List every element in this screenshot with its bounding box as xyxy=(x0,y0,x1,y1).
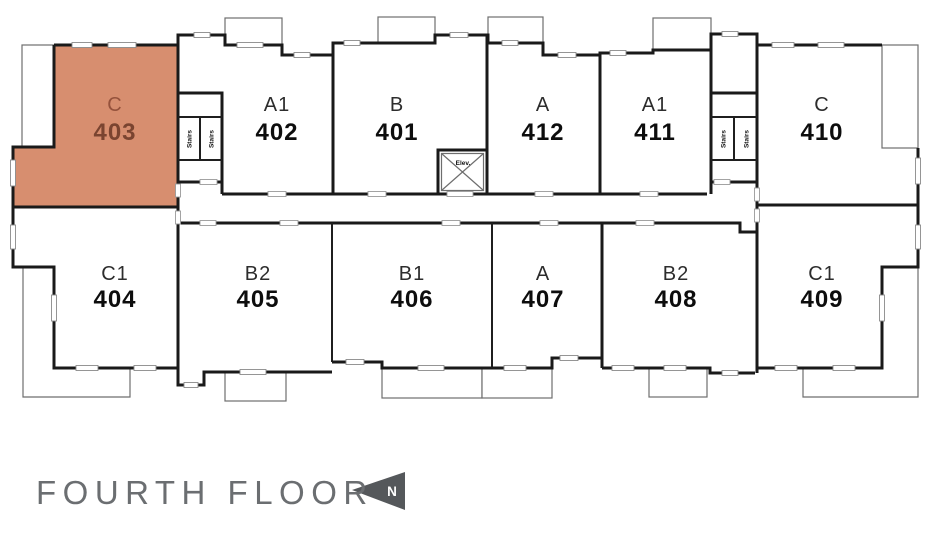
patio-404 xyxy=(22,267,131,398)
unit-412[interactable]: A 412 xyxy=(521,94,564,146)
unit-403[interactable]: C 403 xyxy=(93,94,136,146)
unit-number-label: 402 xyxy=(255,119,298,146)
unit-404[interactable]: C1 404 xyxy=(93,263,136,313)
stairs-label: Stairs xyxy=(721,130,728,148)
north-label: N xyxy=(387,484,397,499)
unit-type-label: A1 xyxy=(642,94,668,116)
unit-type-label: A xyxy=(536,263,550,285)
unit-number-label: 404 xyxy=(93,286,136,313)
unit-411[interactable]: A1 411 xyxy=(634,94,676,146)
unit-number-label: 403 xyxy=(93,119,136,146)
unit-type-label: B2 xyxy=(663,263,689,285)
unit-number-label: 408 xyxy=(654,286,697,313)
stairs-inner-walls xyxy=(711,116,757,161)
balcony-406 xyxy=(381,367,483,399)
stairs-block-right: Stairs Stairs xyxy=(709,91,759,184)
stairs-label: Stairs xyxy=(187,130,194,148)
unit-405[interactable]: B2 405 xyxy=(236,263,279,313)
balcony-402 xyxy=(224,17,283,46)
balcony-408 xyxy=(648,367,708,398)
unit-number-label: 409 xyxy=(800,286,843,313)
unit-type-label: A xyxy=(536,94,550,116)
unit-408[interactable]: B2 408 xyxy=(654,263,697,313)
unit-410[interactable]: C 410 xyxy=(800,94,843,146)
unit-402[interactable]: A1 402 xyxy=(255,94,298,146)
unit-407[interactable]: A 407 xyxy=(521,263,564,313)
north-arrow: N xyxy=(352,472,405,510)
unit-401[interactable]: B 401 xyxy=(375,94,418,146)
balcony-407 xyxy=(481,367,553,399)
elevator: Elev. xyxy=(436,148,489,196)
unit-number-label: 406 xyxy=(390,286,433,313)
stairs-inner-walls xyxy=(178,116,222,161)
floor-title: FOURTH FLOOR xyxy=(36,474,374,511)
elevator-cross xyxy=(441,153,484,191)
unit-number-label: 407 xyxy=(521,286,564,313)
elevator-label: Elev. xyxy=(456,160,471,167)
unit-number-label: 405 xyxy=(236,286,279,313)
corridor-bottom-wall xyxy=(178,221,757,234)
unit-403-walls xyxy=(11,45,178,209)
patio-409 xyxy=(802,268,919,398)
unit-type-label: B xyxy=(390,94,404,116)
unit-number-label: 412 xyxy=(521,119,564,146)
unit-type-label: C1 xyxy=(808,263,836,285)
stairs-label: Stairs xyxy=(209,130,216,148)
balconies-and-patios xyxy=(21,16,919,402)
elevator-inner xyxy=(440,152,485,192)
stairs-label: Stairs xyxy=(744,130,751,148)
patio-notch-right xyxy=(881,44,919,149)
unit-406[interactable]: B1 406 xyxy=(390,263,433,313)
stairs-block-left: Stairs Stairs xyxy=(176,91,224,184)
balcony-412 xyxy=(487,16,544,44)
unit-number-label: 411 xyxy=(634,119,676,146)
balcony-405 xyxy=(224,371,287,402)
unit-type-label: C xyxy=(814,94,829,116)
door-openings xyxy=(175,179,760,226)
unit-type-label: B2 xyxy=(245,263,271,285)
unit-type-label: C xyxy=(107,94,122,116)
balcony-401 xyxy=(377,16,436,44)
unit-number-label: 401 xyxy=(375,119,418,146)
stairs-block-outline xyxy=(709,91,759,184)
patio-notch-left xyxy=(21,44,55,148)
north-arrow-triangle xyxy=(352,472,405,510)
balcony-411 xyxy=(652,17,712,51)
unit-409[interactable]: C1 409 xyxy=(800,263,843,313)
unit-number-label: 410 xyxy=(800,119,843,146)
unit-type-label: A1 xyxy=(264,94,290,116)
window-marks xyxy=(10,31,921,388)
unit-type-label: C1 xyxy=(101,263,129,285)
unit-type-label: B1 xyxy=(399,263,425,285)
